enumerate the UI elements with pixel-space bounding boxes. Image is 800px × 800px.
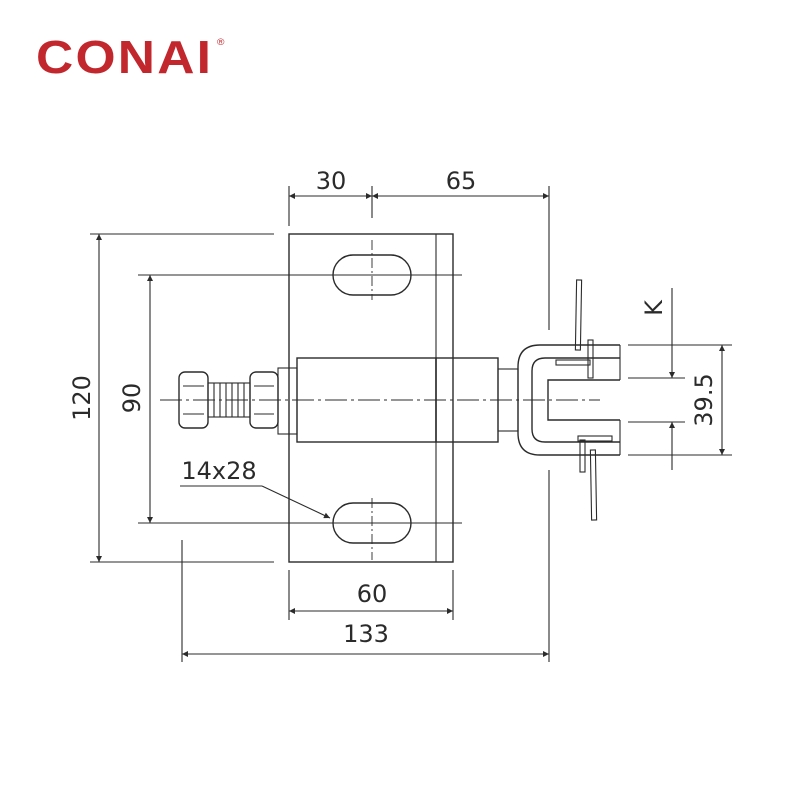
dim-90-label: 90 xyxy=(118,383,146,414)
dim-60-label: 60 xyxy=(357,580,388,608)
dim-65-label: 65 xyxy=(446,167,477,195)
dim-120-label: 120 xyxy=(68,375,96,421)
logo-text: CONAI xyxy=(36,31,214,83)
dim-30-label: 30 xyxy=(316,167,347,195)
dimension-lines xyxy=(96,193,725,657)
dim-133-label: 133 xyxy=(343,620,389,648)
dim-39-5-label: 39.5 xyxy=(690,373,718,426)
dim-k-label: K xyxy=(640,299,668,316)
upper-slot xyxy=(332,240,412,300)
brand-logo: CONAI® xyxy=(36,31,225,83)
base-plate xyxy=(288,233,454,563)
extension-lines xyxy=(90,186,732,662)
leader-line xyxy=(261,485,331,519)
slot-size-label: 14x28 xyxy=(181,457,256,485)
lower-slot xyxy=(332,498,412,560)
registered-mark: ® xyxy=(216,37,227,47)
